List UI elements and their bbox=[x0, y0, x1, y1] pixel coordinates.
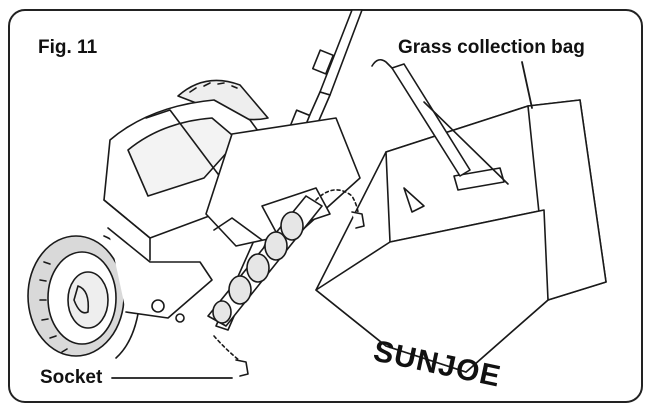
leader-lines bbox=[111, 61, 533, 379]
grass-collection-bag-label: Grass collection bag bbox=[398, 37, 585, 58]
socket-hook bbox=[235, 211, 365, 377]
figure-title: Fig. 11 bbox=[38, 37, 98, 58]
socket-label: Socket bbox=[40, 367, 103, 388]
cutting-reel bbox=[207, 195, 323, 327]
motor-housing bbox=[103, 99, 273, 261]
front-wheel bbox=[27, 235, 141, 359]
side-frame bbox=[107, 227, 213, 323]
grass-collection-bag bbox=[315, 99, 607, 373]
bag-frame-rod bbox=[371, 58, 509, 185]
